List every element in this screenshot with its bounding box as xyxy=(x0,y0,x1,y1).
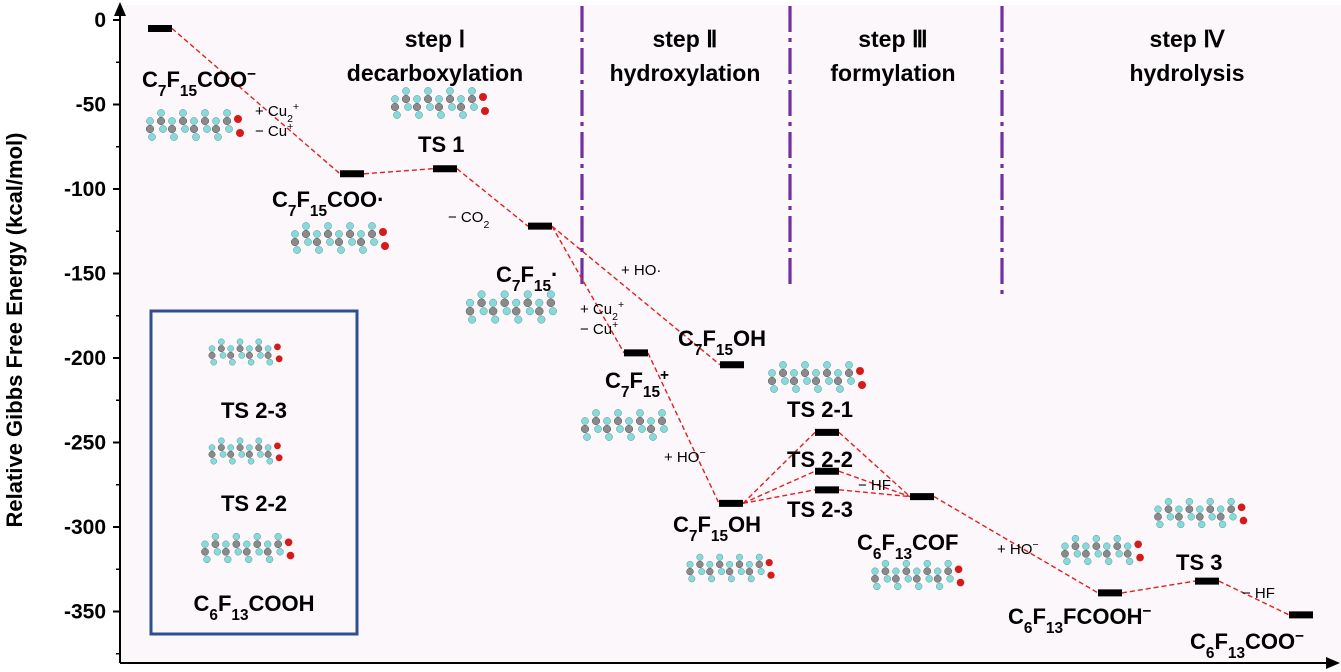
annotation-cu-add: + Cu2+ xyxy=(255,101,299,125)
species-label-L1: C7F15COO− xyxy=(142,66,256,100)
annotation-ho-anion-add: + HO− xyxy=(664,447,706,466)
molecule-image xyxy=(290,222,389,254)
connection-line xyxy=(742,470,816,504)
y-tick-label: -50 xyxy=(76,94,106,117)
species-label-L13: TS 3 xyxy=(1176,550,1222,575)
molecule-image xyxy=(145,109,244,141)
step-3-roman: step Ⅲ xyxy=(858,26,928,52)
species-label-L12: C6F13FCOOH− xyxy=(1008,603,1151,637)
molecule-image xyxy=(208,437,283,465)
annotation-cu-remove: − Cu+ xyxy=(255,121,293,140)
step-2-roman: step Ⅱ xyxy=(652,26,717,52)
molecule-image xyxy=(1154,497,1248,529)
species-label-L5: C7F15+ xyxy=(605,367,669,401)
connection-line xyxy=(551,225,721,366)
connection-line xyxy=(456,168,529,227)
species-label-L10: TS 2-3 xyxy=(787,497,853,522)
step-3-name: formylation xyxy=(830,60,955,86)
inset-label-ts2-3: TS 2-3 xyxy=(221,398,287,423)
connection-line xyxy=(742,489,816,505)
step-separators xyxy=(580,6,1004,295)
species-label-L4: C7F15· xyxy=(496,262,558,295)
molecule-images xyxy=(145,87,1248,591)
species-label-L6: C7F15OH xyxy=(678,326,766,359)
species-label-L9: TS 2-2 xyxy=(787,447,853,472)
annotation-cu-remove2: − Cu+ xyxy=(580,319,618,338)
inset-label-c6f13cooh-formula: C6F13COOH xyxy=(193,591,314,624)
y-tick-label: -150 xyxy=(64,263,106,286)
x-axis xyxy=(120,657,1340,669)
annotation-co2-loss: − CO2 xyxy=(448,209,489,231)
annotation-hf-loss2: − HF xyxy=(1242,585,1275,602)
molecule-image xyxy=(390,87,489,119)
energy-levels xyxy=(148,24,1313,619)
connection-line xyxy=(551,225,625,354)
y-tick-label: -300 xyxy=(64,516,106,539)
molecule-image xyxy=(871,559,965,591)
step-1-roman: step Ⅰ xyxy=(405,26,465,52)
species-label-L8: TS 2-1 xyxy=(787,397,853,422)
plot-background xyxy=(120,5,1341,663)
annotation-ho-anion-add2: + HO− xyxy=(997,539,1039,558)
species-label-L7: C7F15OH xyxy=(673,512,761,545)
x-axis-arrow xyxy=(1326,657,1340,669)
molecule-image xyxy=(767,361,866,393)
species-label-L3: TS 1 xyxy=(418,132,464,157)
y-tick-label: 0 xyxy=(94,9,106,32)
connection-line xyxy=(742,431,816,504)
y-axis: 0 -50 -100 -150 -200 -250 -300 -350 xyxy=(64,2,126,663)
inset-border xyxy=(149,309,359,636)
species-labels: C7F15COO− C7F15COO· TS 1 C7F15· C7F15+ C7F15O… xyxy=(142,66,1304,662)
y-tick-label: -250 xyxy=(64,432,106,455)
species-label-L11: C6F13COF xyxy=(857,530,958,563)
annotation-cu-add2: + Cu2+ xyxy=(580,299,624,323)
y-tick-label: -100 xyxy=(64,178,106,201)
y-tick-label: -350 xyxy=(64,601,106,624)
y-axis-arrow xyxy=(114,2,126,16)
connection-line xyxy=(647,352,720,504)
species-label-L14: C6F13COO− xyxy=(1190,628,1304,662)
molecule-image xyxy=(201,532,295,564)
molecule-image xyxy=(208,338,283,366)
connection-line xyxy=(1218,580,1290,616)
connection-lines xyxy=(171,27,1290,616)
molecule-image xyxy=(465,290,557,324)
connection-line xyxy=(363,168,434,175)
inset-box: TS 2-3 TS 2-2 C6F13COOH xyxy=(149,309,359,636)
y-ticks: 0 -50 -100 -150 -200 -250 -300 -350 xyxy=(64,9,120,655)
step-labels: step Ⅰ decarboxylation step Ⅱ hydroxylat… xyxy=(347,26,1245,86)
connection-line xyxy=(838,470,911,498)
step-1-name: decarboxylation xyxy=(347,60,523,86)
connection-line xyxy=(171,27,341,175)
molecule-image xyxy=(686,553,775,583)
step-2-name: hydroxylation xyxy=(610,60,761,86)
molecule-image xyxy=(1061,534,1144,566)
annotation-hf-loss: − HF xyxy=(858,477,891,494)
y-tick-label: -200 xyxy=(64,347,106,370)
connection-line xyxy=(838,489,911,498)
step-4-name: hydrolysis xyxy=(1129,60,1244,86)
inset-label-ts2-2: TS 2-2 xyxy=(221,491,287,516)
molecule-image xyxy=(580,409,668,441)
species-label-L2: C7F15COO· xyxy=(272,187,384,220)
y-axis-title: Relative Gibbs Free Energy (kcal/mol) xyxy=(2,133,27,528)
annotation-ho-radical-add: + HO· xyxy=(621,262,661,279)
step-4-roman: step Ⅳ xyxy=(1150,26,1226,52)
annotations: + Cu2+− Cu+− CO2+ HO·+ Cu2+− Cu++ HO−− H… xyxy=(255,101,1275,602)
connection-line xyxy=(1121,580,1196,594)
